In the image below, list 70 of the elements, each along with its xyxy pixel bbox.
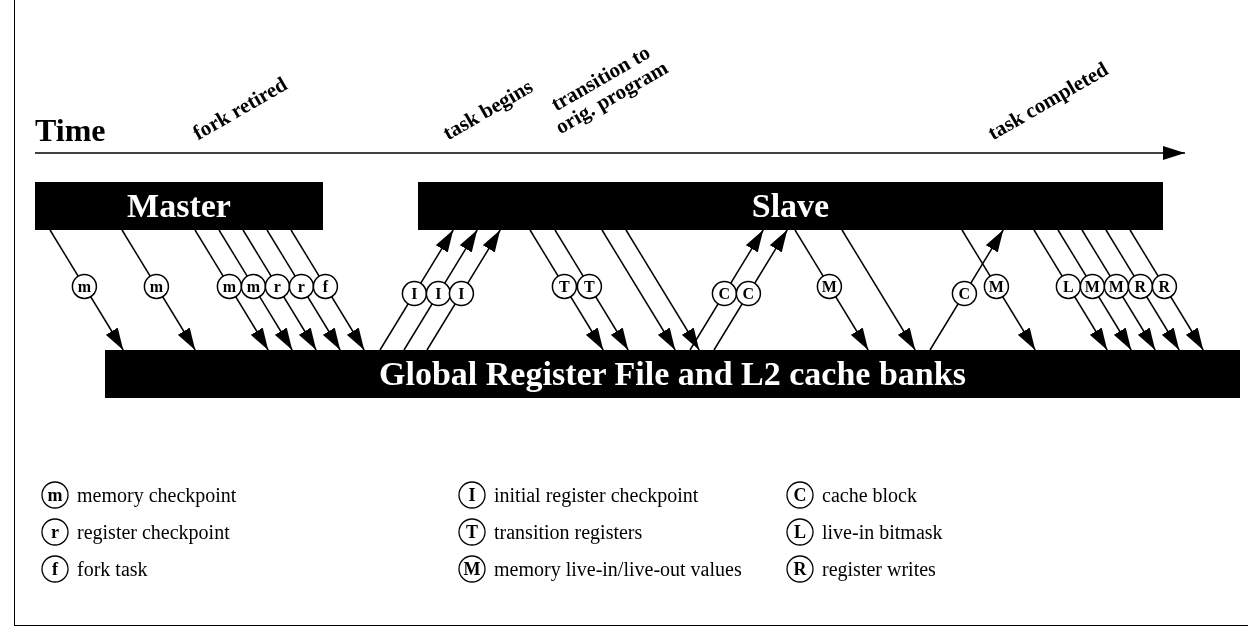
legend-symbol: r [41,518,69,546]
edge-label: m [216,273,243,300]
arrow [961,229,1036,351]
legend-label: cache block [822,485,917,505]
edge-label: C [735,280,762,307]
edge-label: m [71,273,98,300]
arrow [242,229,317,351]
edge-label: r [264,273,291,300]
legend-label: memory checkpoint [77,485,237,505]
arrow [601,229,676,351]
process-bar: Master [35,182,323,230]
arrow [403,229,478,351]
arrow [625,229,700,351]
arrow [689,229,764,351]
edge-label: m [143,273,170,300]
legend-symbol: T [458,518,486,546]
legend-symbol: f [41,555,69,583]
arrow [49,229,124,351]
legend-symbol: R [786,555,814,583]
arrow [929,229,1004,351]
edge-label: m [240,273,267,300]
legend-symbol: M [458,555,486,583]
storage-bar: Global Register File and L2 cache banks [105,350,1240,398]
edge-label: C [711,280,738,307]
arrow [1105,229,1180,351]
edge-label: r [288,273,315,300]
edge-label: M [1103,273,1130,300]
arrow [554,229,629,351]
arrow [379,229,454,351]
arrow [794,229,869,351]
legend-label: memory live-in/live-out values [494,559,742,579]
event-label: task begins [439,75,537,145]
arrow [841,229,916,351]
arrow [1033,229,1108,351]
arrow [218,229,293,351]
legend-label: register writes [822,559,936,579]
edge-label: T [576,273,603,300]
legend-label: initial register checkpoint [494,485,699,505]
arrow [194,229,269,351]
arrow [713,229,788,351]
arrow [426,229,501,351]
edge-label: C [951,280,978,307]
legend-symbol: L [786,518,814,546]
arrow [529,229,604,351]
legend-label: register checkpoint [77,522,230,542]
edge-label: I [401,280,428,307]
arrow [266,229,341,351]
edge-label: R [1127,273,1154,300]
arrow [1081,229,1156,351]
process-bar: Slave [418,182,1163,230]
legend-label: fork task [77,559,148,579]
axis-label: Time [35,112,106,149]
legend-symbol: I [458,481,486,509]
legend-label: live-in bitmask [822,522,943,542]
legend-label: transition registers [494,522,643,542]
edge-label: M [983,273,1010,300]
edge-label: I [448,280,475,307]
arrow [1129,229,1204,351]
legend-symbol: C [786,481,814,509]
arrow [1057,229,1132,351]
edge-label: M [1079,273,1106,300]
legend-symbol: m [41,481,69,509]
edge-label: f [312,273,339,300]
edge-label: M [816,273,843,300]
edge-label: R [1151,273,1178,300]
arrow [121,229,196,351]
arrow [290,229,365,351]
edge-label: T [551,273,578,300]
edge-label: I [425,280,452,307]
edge-label: L [1055,273,1082,300]
